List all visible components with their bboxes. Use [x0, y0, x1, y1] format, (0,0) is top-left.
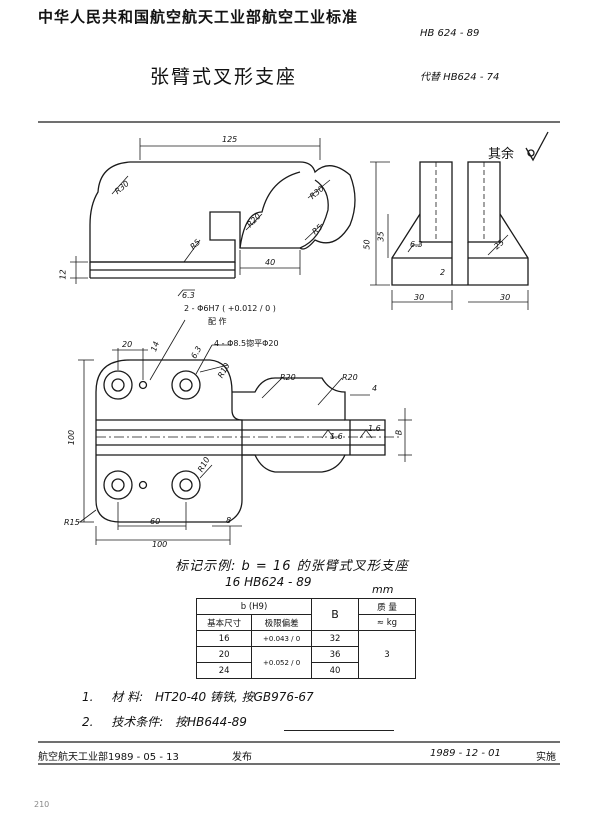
footer-issuer: 航空航天工业部1989 - 05 - 13 [38, 752, 179, 763]
table-header-row: 基本尺寸 极限偏差 ≈ kg [195, 614, 416, 631]
table-row: 16 +0.043 / 0 32 3 [195, 630, 416, 679]
requirement-material: 1. 材 料: HT20-40 铸铁, 按GB976-67 [82, 688, 314, 705]
standard-number: HB 624 - 89 [420, 28, 480, 39]
roughness-symbol-circle [527, 149, 535, 157]
header-mass: 质 量 [358, 598, 416, 615]
cell-B: 40 [311, 662, 359, 679]
table-header-row: b (H9) B 质 量 [196, 598, 416, 631]
requirement-number: 2. [82, 715, 94, 729]
dim-100-horizontal: 100 [152, 540, 168, 549]
requirement-number: 1. [82, 690, 94, 704]
dim-100-vertical: 100 [67, 429, 77, 446]
footer-implement: 实施 [536, 752, 556, 763]
dim-1-6-a: 1.6 [330, 432, 343, 441]
hole-note-matched: 配 作 [208, 317, 227, 326]
replaces-standard: 代替 HB624 - 74 [420, 72, 500, 83]
dim-r15: R15 [64, 518, 80, 527]
dim-r20-a: R20 [280, 373, 296, 382]
dim-2: 2 [440, 268, 446, 277]
requirement-text: 按HB644-89 [175, 715, 247, 729]
dim-roughness-side: 6.3 [410, 240, 423, 249]
side-view [370, 161, 529, 310]
requirement-text: HT20-40 铸铁, 按GB976-67 [154, 690, 314, 704]
header-basic-size: 基本尺寸 [195, 614, 253, 631]
cell-b: 20 [195, 646, 253, 663]
dim-35: 35 [376, 231, 386, 242]
dim-4: 4 [372, 384, 378, 393]
marking-example-line1: 标记示例: b = 16 的张臂式叉形支座 [175, 559, 409, 574]
footer-effective-date: 1989 - 12 - 01 [430, 748, 501, 759]
org-standard-heading: 中华人民共和国航空航天工业部航空工业标准 [38, 8, 359, 26]
dim-125: 125 [222, 135, 238, 144]
hole-note-counterbore: 4 - Φ8.5锪平Φ20 [214, 339, 279, 348]
spec-table: b (H9) B 质 量 基本尺寸 极限偏差 ≈ kg 16 +0.043 / … [195, 598, 416, 679]
hole-note-pins: 2 - Φ6H7 ( +0.012 / 0 ) [184, 304, 276, 313]
front-view [70, 138, 356, 297]
unit-label: mm [372, 583, 394, 596]
requirement-label: 材 料: [111, 690, 144, 704]
page-number: 210 [34, 800, 50, 809]
requirement-underline [284, 730, 394, 731]
plan-view [78, 319, 412, 545]
dim-roughness-front: 6.3 [182, 291, 195, 300]
dim-8: 8 [226, 516, 232, 525]
cell-b: 16 [195, 630, 253, 647]
requirement-tech: 2. 技术条件: 按HB644-89 [82, 713, 247, 730]
dim-30-right: 30 [500, 293, 511, 302]
dim-12: 12 [58, 269, 68, 280]
cell-B: 32 [311, 630, 359, 647]
document-title: 张臂式叉形支座 [150, 66, 298, 88]
table-row: 24 40 [195, 662, 416, 679]
cell-mass: 3 [358, 630, 416, 679]
cell-deviation: +0.043 / 0 [251, 630, 312, 647]
header-B: B [311, 598, 359, 631]
header-limit-deviation: 极限偏差 [251, 614, 312, 631]
roughness-note: 其余 [488, 147, 515, 162]
dim-r20-b: R20 [342, 373, 358, 382]
dim-60: 60 [150, 517, 161, 526]
footer-issued: 发布 [232, 752, 252, 763]
dim-20: 20 [122, 340, 133, 349]
table-row: 20 +0.052 / 0 36 [195, 646, 416, 679]
dim-B-plan: B [394, 429, 404, 436]
requirement-label: 技术条件: [111, 715, 164, 729]
dim-1-6-b: 1.6 [368, 424, 381, 433]
cell-B: 36 [311, 646, 359, 663]
marking-example-line2: 16 HB624 - 89 [225, 575, 312, 589]
header-b-h9: b (H9) [196, 598, 312, 615]
dim-50: 50 [362, 239, 372, 250]
header-mass-unit: ≈ kg [358, 614, 416, 631]
dim-40: 40 [265, 258, 276, 267]
cell-deviation: +0.052 / 0 [251, 646, 312, 679]
dim-30-left: 30 [414, 293, 425, 302]
cell-b: 24 [195, 662, 253, 679]
